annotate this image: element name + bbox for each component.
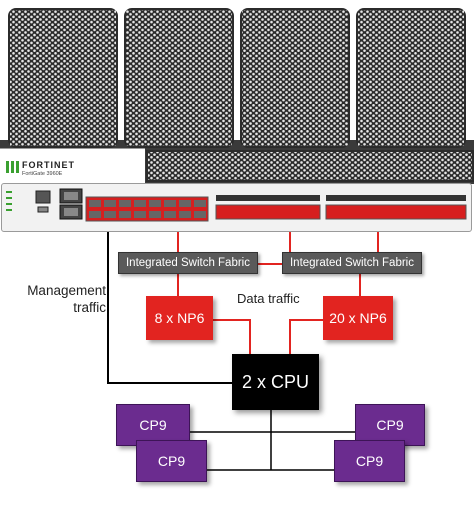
fortinet-logo-icon (6, 161, 19, 173)
link-management-cpu (107, 232, 232, 384)
cp9-top-right: CP9 (355, 404, 425, 446)
link-np6-cpu-left (213, 319, 251, 354)
link-np6-cpu-right (289, 319, 323, 354)
model-text: FortiGate 3960E (22, 171, 63, 177)
front-panel-ports (6, 188, 467, 222)
cp9-bottom-right: CP9 (334, 440, 405, 482)
vent-holes (10, 10, 474, 182)
integrated-switch-fabric-left: Integrated Switch Fabric (118, 252, 258, 274)
cp9-bottom-left: CP9 (136, 440, 207, 482)
chassis-notch (0, 148, 145, 185)
management-traffic-label: Management traffic (27, 283, 106, 315)
np6-right: 20 x NP6 (323, 296, 393, 340)
np6-left: 8 x NP6 (146, 296, 213, 340)
fortigate-chassis: FORTINET FortiGate 3960E (0, 0, 474, 232)
integrated-switch-fabric-right: Integrated Switch Fabric (282, 252, 422, 274)
status-leds (6, 191, 12, 211)
brand-text: FORTINET (22, 160, 75, 170)
sfp-ports-right (215, 195, 467, 220)
data-traffic-label: Data traffic (237, 291, 300, 306)
cp9-top-left: CP9 (116, 404, 190, 446)
sfp-ports-left (85, 196, 209, 222)
cpu-box: 2 x CPU (232, 354, 319, 410)
fortinet-logo (5, 160, 19, 179)
